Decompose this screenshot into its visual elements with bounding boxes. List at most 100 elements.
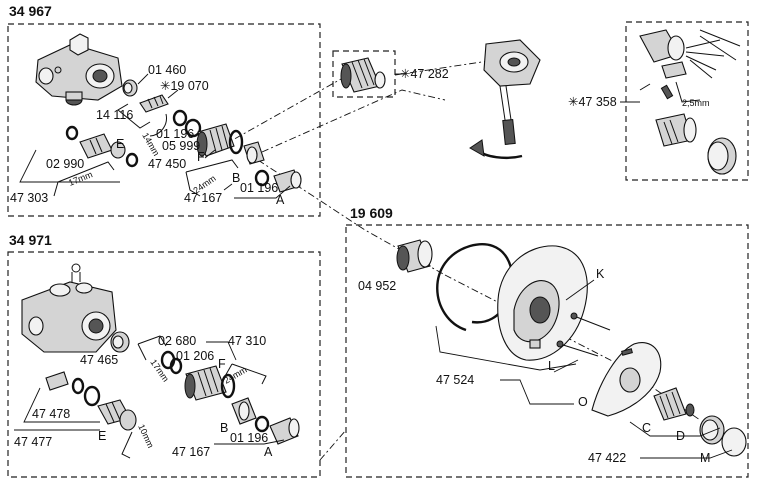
label-E-lower: E <box>98 429 106 443</box>
section-title-34971: 34 971 <box>9 232 52 248</box>
part-47358-wiring <box>639 29 741 79</box>
label-F: F <box>197 150 205 164</box>
label-47358: ✳47 358 <box>568 95 617 109</box>
assembly-axis-line <box>319 429 347 461</box>
label-01460: 01 460 <box>148 63 186 77</box>
cover-plate-O <box>591 342 662 417</box>
pin-and-hex-key <box>639 81 701 103</box>
diverter-upper <box>65 125 139 168</box>
check-valve-lower <box>254 415 300 445</box>
hex-key-17mm-upper <box>53 161 115 197</box>
label-47310: 47 310 <box>228 334 266 348</box>
label-01206: 01 206 <box>176 349 214 363</box>
leader-line <box>435 325 577 371</box>
label-47478: 47 478 <box>32 407 70 421</box>
frame-47358 <box>625 21 749 181</box>
label-47167: 47 167 <box>184 191 222 205</box>
label-47450: 47 450 <box>148 157 186 171</box>
hex-key-10mm-lower <box>121 431 133 459</box>
section-title-34967: 34 967 <box>9 3 52 19</box>
leader-line <box>234 185 291 199</box>
leader-line <box>640 449 733 459</box>
part-04952-sleeve <box>396 239 433 273</box>
label-01196-b: 01 196 <box>240 181 278 195</box>
o-ring <box>169 357 183 375</box>
check-valve-upper <box>254 169 302 193</box>
label-04952: 04 952 <box>358 279 396 293</box>
leader-line <box>206 341 237 361</box>
label-17mm-lower: 17mm <box>148 357 171 383</box>
label-47303: 47 303 <box>10 191 48 205</box>
o-ring-01196 <box>172 109 188 127</box>
frame-19609 <box>345 224 749 478</box>
label-B-lower: B <box>220 421 228 435</box>
label-B: B <box>232 171 240 185</box>
leader-line <box>223 183 233 191</box>
label-10mm: 10mm <box>136 423 156 450</box>
thermostatic-cartridge-upper <box>196 123 244 157</box>
label-14116: 14 116 <box>96 108 133 122</box>
diverter-lower <box>45 371 137 431</box>
label-47282: ✳47 282 <box>400 67 449 81</box>
label-17mm: 17mm <box>67 169 94 188</box>
label-24mm-lower: 24mm <box>222 365 249 386</box>
leader-line <box>19 149 120 183</box>
label-O: O <box>578 395 588 409</box>
leader-line <box>167 89 179 99</box>
label-47524: 47 524 <box>436 373 474 387</box>
mounting-plate <box>497 245 588 361</box>
label-A-lower: A <box>264 445 273 459</box>
thermostat-body-upper <box>35 33 123 101</box>
label-19070: ✳19 070 <box>160 79 209 93</box>
hex-key-14mm-upper <box>117 103 167 137</box>
label-01196-a: 01 196 <box>156 127 194 141</box>
cap-M <box>721 427 747 457</box>
hex-key-17mm-lower <box>137 335 167 361</box>
label-L: L <box>548 359 555 373</box>
section-title-19609: 19 609 <box>350 205 393 221</box>
leader-line <box>214 439 285 445</box>
part-47282-cartridge <box>340 57 386 93</box>
assembly-axis-line <box>394 59 496 76</box>
cap-part-upper <box>65 91 83 106</box>
leader-line <box>565 279 595 301</box>
label-01196-lower: 01 196 <box>230 431 268 445</box>
label-47465: 47 465 <box>80 353 118 367</box>
label-47167-lower: 47 167 <box>172 445 210 459</box>
thermostat-body-lower <box>21 263 117 353</box>
hex-key-24mm-lower <box>223 363 267 385</box>
label-02990: 02 990 <box>46 157 84 171</box>
hex-key-24mm-upper <box>185 159 239 197</box>
part-19070 <box>139 94 169 113</box>
label-47422: 47 422 <box>588 451 626 465</box>
label-05999: 05 999 <box>162 139 200 153</box>
label-E: E <box>116 137 124 151</box>
leader-line <box>629 421 721 437</box>
frame-34971 <box>7 251 321 478</box>
o-ring-01196 <box>184 118 202 138</box>
leader-line <box>137 73 149 85</box>
temperature-handle <box>653 387 695 421</box>
part-01460 <box>122 79 138 97</box>
leader-line <box>204 149 216 159</box>
electronic-module <box>655 113 697 147</box>
part-47465 <box>110 331 130 353</box>
assembly-axis-line <box>221 69 358 147</box>
label-F-lower: F <box>218 357 226 371</box>
leader-line <box>23 387 100 423</box>
cartridge-tool <box>469 39 541 160</box>
handle-cap-right <box>707 137 737 175</box>
frame-34967 <box>7 23 321 217</box>
nut-upper <box>243 141 265 165</box>
label-C: C <box>642 421 651 435</box>
assembly-axis-line <box>261 89 446 153</box>
handle-cap-D <box>699 415 725 445</box>
thermostatic-cartridge-lower <box>184 365 236 401</box>
label-47477: 47 477 <box>14 435 52 449</box>
label-2-5mm: 2,5mm <box>682 98 710 108</box>
fixing-screws-L <box>556 312 611 357</box>
nut-lower <box>231 397 257 425</box>
label-02680: 02 680 <box>158 334 196 348</box>
label-A: A <box>276 193 285 207</box>
